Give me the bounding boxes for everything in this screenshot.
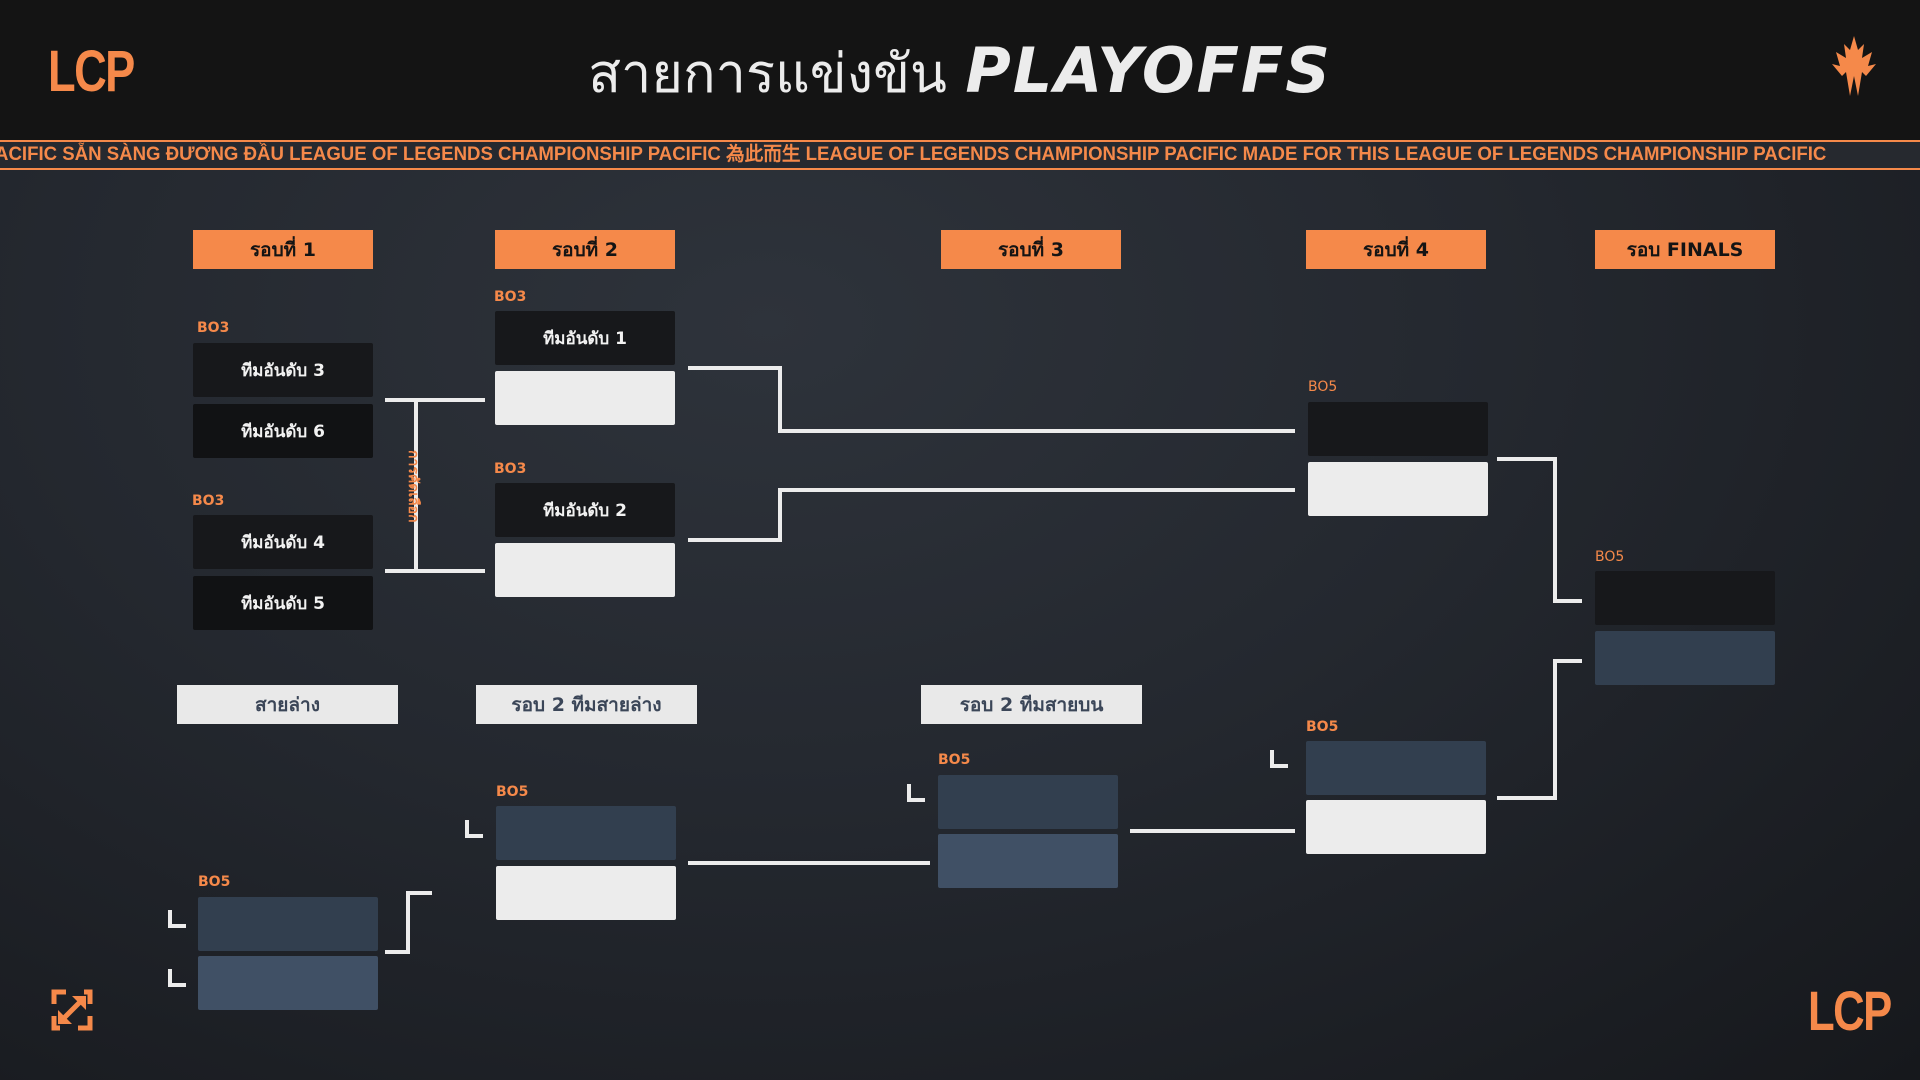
team-slot[interactable] (496, 806, 676, 860)
match-format: BO3 (494, 289, 527, 305)
team-slot[interactable]: ทีมอันดับ 4 (193, 515, 373, 569)
bracket-line (385, 569, 485, 573)
round-3-header: รอบที่ 3 (941, 230, 1121, 269)
team-slot[interactable] (938, 775, 1118, 829)
bracket-line (1130, 829, 1295, 833)
loser-drop-marker (168, 969, 186, 987)
loser-drop-marker (168, 910, 186, 928)
team-slot[interactable] (198, 897, 378, 951)
bracket-line (385, 398, 485, 402)
round-4-header: รอบที่ 4 (1306, 230, 1486, 269)
team-slot[interactable]: ทีมอันดับ 5 (193, 576, 373, 630)
team-slot[interactable] (1308, 462, 1488, 516)
team-slot[interactable]: ทีมอันดับ 3 (193, 343, 373, 397)
team-slot[interactable] (1308, 402, 1488, 456)
team-slot[interactable] (495, 543, 675, 597)
round-1-header: รอบที่ 1 (193, 230, 373, 269)
title-playoffs: PLAYOFFS (965, 34, 1332, 107)
loser-drop-marker (465, 820, 483, 838)
bracket-line (778, 429, 1295, 433)
page-title: สายการแข่งขัน PLAYOFFS (0, 30, 1920, 116)
team-slot[interactable] (1595, 631, 1775, 685)
upper-r2-label: รอบ 2 ทีมสายบน (921, 685, 1142, 724)
round-2-header: รอบที่ 2 (495, 230, 675, 269)
lower-bracket-label: สายล่าง (177, 685, 398, 724)
match-format: BO3 (192, 493, 225, 509)
bracket-line (688, 366, 782, 370)
bracket-line (1553, 599, 1582, 603)
team-slot[interactable] (1306, 741, 1486, 795)
team-slot[interactable] (1306, 800, 1486, 854)
bracket-line (385, 950, 410, 954)
bracket-line (688, 861, 930, 865)
loser-drop-marker (907, 784, 925, 802)
lcp-logo: LCP (48, 39, 135, 104)
match-format: BO3 (197, 320, 230, 336)
team-slot[interactable] (496, 866, 676, 920)
match-format: BO5 (1595, 549, 1625, 565)
match-format: BO5 (1306, 719, 1339, 735)
team-slot[interactable] (938, 834, 1118, 888)
bracket-line (778, 488, 782, 542)
team-slot[interactable] (198, 956, 378, 1010)
match-format: BO5 (938, 752, 971, 768)
match-format: BO3 (494, 461, 527, 477)
bracket-line (1497, 457, 1557, 461)
loser-drop-marker (1270, 750, 1288, 768)
selection-label: การคัดเลือก (405, 450, 421, 523)
expand-icon[interactable] (50, 988, 94, 1032)
lower-r2-label: รอบ 2 ทีมสายล่าง (476, 685, 697, 724)
bracket-line (1553, 457, 1557, 603)
bracket-line (778, 488, 1295, 492)
match-format: BO5 (1308, 379, 1338, 395)
ticker-banner: ACIFIC SẴN SÀNG ĐƯƠNG ĐẦU LEAGUE OF LEGE… (0, 140, 1920, 170)
bracket-line (1553, 659, 1557, 800)
bracket-line (778, 366, 782, 433)
lcp-crest-icon (1832, 36, 1876, 96)
team-slot[interactable] (495, 371, 675, 425)
bracket-line (688, 538, 782, 542)
top-header (0, 0, 1920, 140)
match-format: BO5 (198, 874, 231, 890)
team-slot[interactable]: ทีมอันดับ 2 (495, 483, 675, 537)
bracket-line (406, 891, 410, 954)
team-slot[interactable] (1595, 571, 1775, 625)
team-slot[interactable]: ทีมอันดับ 6 (193, 404, 373, 458)
title-thai: สายการแข่งขัน (588, 42, 947, 105)
bracket-line (1497, 796, 1557, 800)
bracket-line (414, 398, 418, 573)
match-format: BO5 (496, 784, 529, 800)
bracket-line (406, 891, 432, 895)
bracket-line (1553, 659, 1582, 663)
finals-header: รอบ FINALS (1595, 230, 1775, 269)
lcp-logo-footer: LCP (1808, 979, 1892, 1042)
ticker-text: ACIFIC SẴN SÀNG ĐƯƠNG ĐẦU LEAGUE OF LEGE… (0, 144, 1827, 165)
team-slot[interactable]: ทีมอันดับ 1 (495, 311, 675, 365)
